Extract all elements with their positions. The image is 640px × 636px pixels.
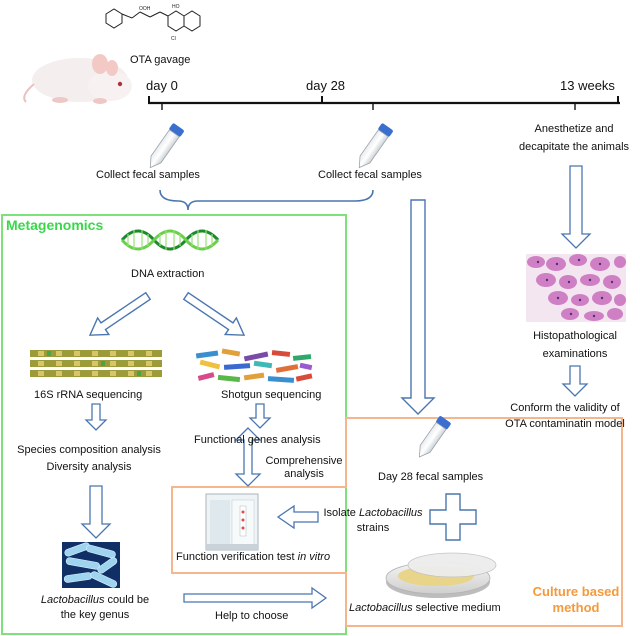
shotgun-fragments-icon <box>195 348 313 383</box>
arrow-histo-to-conform <box>561 365 589 397</box>
merge-bracket <box>159 189 374 211</box>
sample-tube-icon-left <box>149 123 184 169</box>
key-genus-label: Lactobacillus could be the key genus <box>20 594 170 622</box>
ota-gavage-label: OTA gavage <box>130 54 191 66</box>
arrow-anesthetize-to-histo <box>560 165 592 249</box>
anesthetize-label: Anesthetize and decapitate the animals <box>510 123 638 154</box>
anesthetize-line1: Anesthetize and <box>534 123 614 135</box>
svg-text:HO: HO <box>172 4 180 10</box>
culture-title-line2: method <box>552 600 600 615</box>
functional-genes-label: Functional genes analysis <box>194 434 321 446</box>
collect-fecal-label-left: Collect fecal samples <box>96 169 200 181</box>
ota-molecule-icon <box>105 8 201 32</box>
verification-instrument-icon <box>205 493 259 551</box>
conform-line1: Conform the validity of <box>510 402 620 414</box>
help-to-choose-label: Help to choose <box>215 610 289 622</box>
metagenomics-title: Metagenomics <box>6 217 104 233</box>
16s-sequence-icon <box>30 350 162 377</box>
comprehensive-line1: Comprehensive <box>265 455 343 467</box>
histo-line2: examinations <box>542 348 608 360</box>
isolate-label: Isolate Lactobacillus strains <box>318 507 428 535</box>
histo-line1: Histopathological <box>533 330 617 342</box>
timeline-label-day28: day 28 <box>306 78 346 93</box>
histology-image <box>526 254 626 322</box>
selective-medium-italic: Lactobacillus <box>349 602 413 614</box>
shotgun-label: Shotgun sequencing <box>221 389 322 401</box>
lactobacillus-micrograph-icon <box>62 542 120 588</box>
key-genus-rest: could be <box>104 594 150 606</box>
arrow-to-16s <box>88 291 152 336</box>
isolate-line1: Isolate Lactobacillus <box>318 507 428 520</box>
arrow-shotgun-to-functional <box>248 403 272 429</box>
isolate-line2: strains <box>356 522 390 534</box>
svg-text:OOH: OOH <box>139 6 151 12</box>
species-composition-line: Species composition analysis <box>17 444 161 456</box>
verification-label: Function verification test in vitro <box>176 551 330 564</box>
isolate-italic: Lactobacillus <box>358 507 423 519</box>
verification-pre: Function verification test <box>176 551 298 563</box>
day28-fecal-label: Day 28 fecal samples <box>378 471 484 483</box>
verification-italic: in vitro <box>297 551 331 563</box>
arrow-diversity-to-key <box>80 485 112 539</box>
key-genus-line1: Lactobacillus could be <box>20 594 170 607</box>
collect-fecal-label-right: Collect fecal samples <box>318 169 422 181</box>
arrow-isolate-to-verify <box>276 504 319 530</box>
culture-title: Culture based method <box>520 584 632 616</box>
petri-dish-icon <box>385 552 497 598</box>
timeline-label-day0: day 0 <box>146 78 178 93</box>
comprehensive-line2: analysis <box>284 468 324 480</box>
plus-icon <box>429 493 477 541</box>
culture-title-line1: Culture based <box>532 584 620 599</box>
key-genus-italic: Lactobacillus <box>40 594 105 606</box>
selective-medium-label: Lactobacillus selective medium <box>349 602 501 615</box>
dna-helix-icon <box>120 229 220 251</box>
conform-label: Conform the validity of OTA contaminatin… <box>490 402 640 431</box>
mouse-icon <box>23 54 132 104</box>
arrow-16s-to-species <box>84 403 108 431</box>
conform-line2: OTA contaminatin model <box>505 418 625 430</box>
culture-box <box>171 417 623 627</box>
sample-tube-icon-culture <box>418 416 451 458</box>
histo-label: Histopathological examinations <box>520 330 630 361</box>
svg-text:Cl: Cl <box>171 36 176 42</box>
diversity-analysis-line: Diversity analysis <box>46 461 132 473</box>
comprehensive-double-arrow <box>234 427 262 487</box>
anesthetize-line2: decapitate the animals <box>518 141 630 153</box>
comprehensive-label: Comprehensive analysis <box>262 455 346 481</box>
arrow-to-culture <box>400 199 436 415</box>
arrow-to-shotgun <box>182 291 246 336</box>
16s-rrna-label: 16S rRNA sequencing <box>34 389 143 401</box>
species-diversity-label: Species composition analysis Diversity a… <box>10 444 168 474</box>
sample-tube-icon-right <box>358 123 393 169</box>
selective-medium-rest: selective medium <box>412 602 501 614</box>
arrow-help-to-choose <box>183 586 328 610</box>
timeline-label-13weeks: 13 weeks <box>560 78 615 93</box>
isolate-pre: Isolate <box>323 507 359 519</box>
dna-extraction-label: DNA extraction <box>131 268 205 280</box>
key-genus-line2: the key genus <box>60 609 130 621</box>
